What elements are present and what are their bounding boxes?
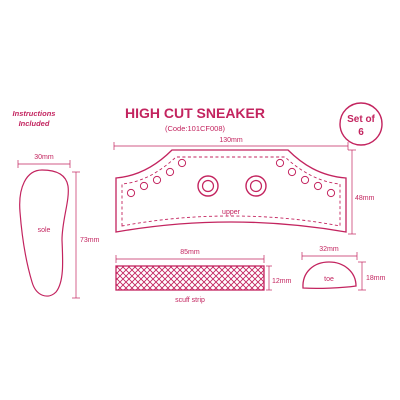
scuff-strip-width-label: 85mm: [180, 249, 200, 256]
sole-width-label: 30mm: [34, 154, 54, 161]
upper-ankle-ring-left: [197, 175, 219, 197]
product-code: (Code:101CF008): [165, 124, 226, 133]
upper-eyelets-left: [126, 158, 187, 198]
set-badge-line2: 6: [358, 127, 364, 138]
scuff-strip-label: scuff strip: [175, 297, 205, 304]
instructions-line1: Instructions: [13, 109, 56, 118]
upper-eyelets-right: [275, 158, 336, 198]
upper-width-label: 130mm: [219, 137, 243, 144]
upper-ankle-ring-right: [245, 175, 267, 197]
toe-height-dimension: 18mm: [358, 261, 386, 291]
upper-height-label: 48mm: [355, 195, 375, 202]
upper-height-dimension: 48mm: [348, 149, 375, 235]
scuff-strip-piece: scuff strip: [115, 265, 265, 304]
sole-width-dimension: 30mm: [17, 154, 71, 168]
toe-width-label: 32mm: [319, 246, 339, 253]
scuff-strip-height-label: 12mm: [272, 278, 292, 285]
scuff-strip-height-dimension: 12mm: [266, 265, 292, 291]
upper-label: upper: [222, 209, 241, 216]
sole-height-label: 73mm: [80, 237, 100, 244]
toe-piece: toe: [302, 261, 357, 290]
upper-width-dimension: 130mm: [113, 137, 349, 150]
set-badge: Set of 6: [339, 102, 383, 146]
toe-width-dimension: 32mm: [301, 246, 358, 260]
toe-label: toe: [324, 276, 334, 283]
instructions-line2: Included: [19, 119, 50, 128]
sole-label: sole: [38, 227, 51, 234]
upper-piece: upper: [115, 149, 347, 233]
sole-height-dimension: 73mm: [72, 171, 100, 299]
sole-piece: sole: [19, 169, 69, 297]
product-title: HIGH CUT SNEAKER: [125, 105, 265, 121]
scuff-strip-width-dimension: 85mm: [115, 249, 265, 263]
toe-height-label: 18mm: [366, 275, 386, 282]
set-badge-line1: Set of: [347, 114, 375, 125]
